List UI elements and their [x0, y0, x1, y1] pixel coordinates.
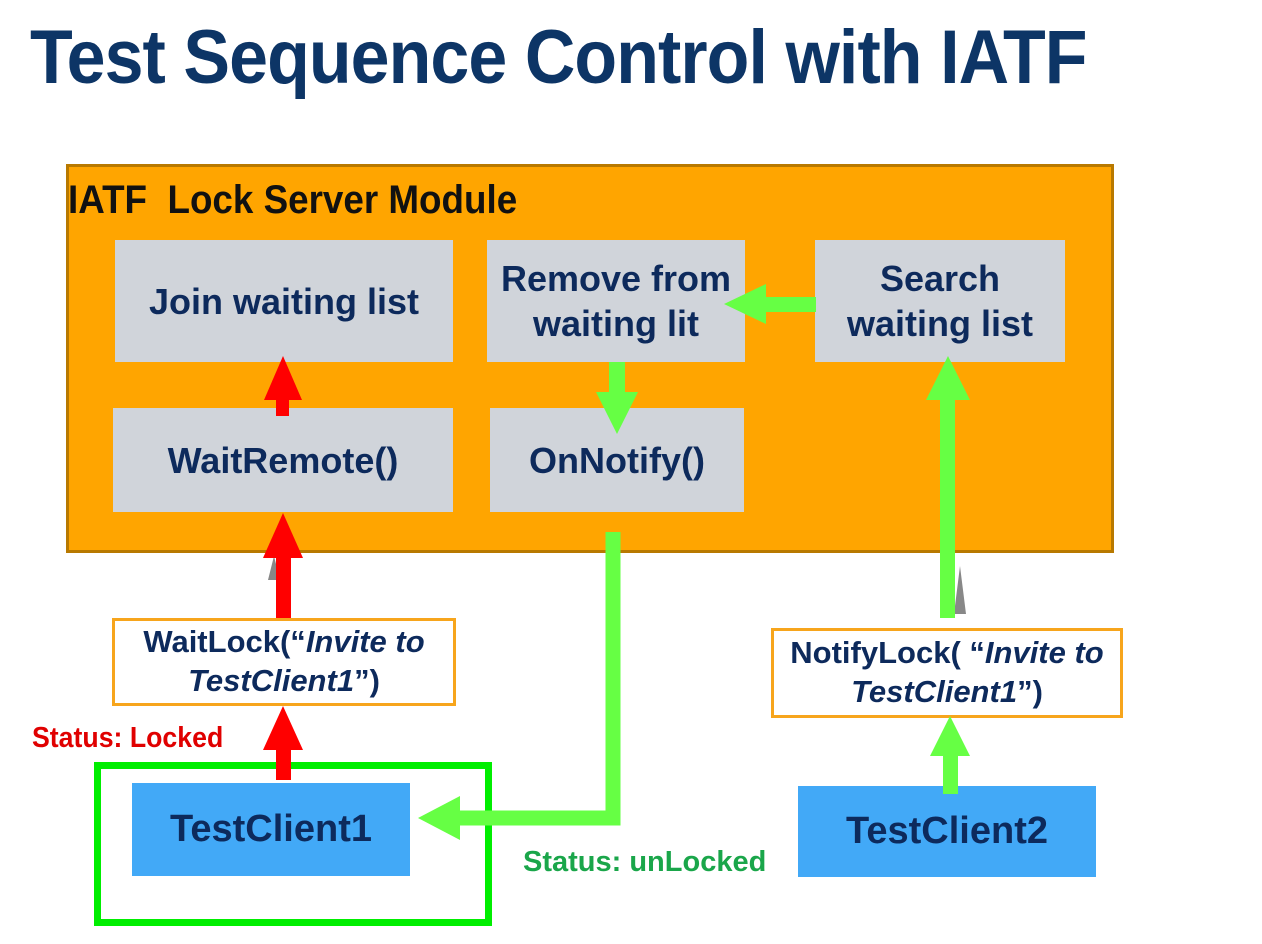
wait-lock-prefix: WaitLock(“ — [143, 624, 306, 660]
join-waiting-list-box: Join waiting list — [115, 240, 453, 362]
green-arrow-search-to-remove — [724, 284, 816, 324]
green-arrow-client2-to-notifylock — [930, 716, 970, 794]
green-arrow-notifylock-to-search — [926, 356, 970, 618]
notify-lock-line1: NotifyLock( “Invite to — [790, 634, 1103, 673]
on-notify-label: OnNotify() — [529, 439, 705, 481]
notify-lock-call-box: NotifyLock( “Invite to TestClient1”) — [771, 628, 1123, 718]
notify-lock-prefix: NotifyLock( “ — [790, 635, 985, 671]
remove-label-line2: waiting lit — [533, 303, 699, 344]
search-waiting-list-box: Search waiting list — [815, 240, 1065, 362]
notify-lock-line2: TestClient1”) — [851, 673, 1043, 712]
search-label-line1: Search — [879, 258, 1001, 299]
test-client1-label: TestClient1 — [169, 808, 372, 850]
test-client2-label: TestClient2 — [845, 810, 1048, 852]
page-title: Test Sequence Control with IATF — [30, 15, 1087, 100]
wait-remote-label: WaitRemote() — [167, 439, 399, 481]
red-arrow-client1-to-waitlock — [263, 706, 303, 780]
test-client1-highlight-frame — [94, 762, 492, 926]
remove-label-line1: Remove from — [500, 258, 732, 299]
red-arrow-waitlock-to-waitremote — [263, 513, 303, 618]
wait-lock-arg2: TestClient1 — [188, 663, 355, 698]
red-arrow-waitremote-to-join — [264, 356, 302, 416]
status-unlocked-label: Status: unLocked — [523, 846, 767, 878]
test-client2-box: TestClient2 — [798, 786, 1096, 877]
wait-lock-arg1: Invite to — [305, 624, 425, 660]
join-waiting-list-label: Join waiting list — [148, 280, 420, 322]
green-arrow-onnotify-to-client1 — [418, 532, 621, 840]
remove-from-waiting-list-box: Remove from waiting lit — [487, 240, 745, 362]
notify-lock-arg2: TestClient1 — [851, 674, 1018, 709]
wait-lock-line2: TestClient1”) — [188, 662, 380, 701]
green-arrow-remove-to-onnotify — [596, 362, 638, 434]
status-locked-label: Status: Locked — [32, 722, 224, 754]
module-title: IATF Lock Server Module — [68, 178, 518, 222]
wait-lock-call-box: WaitLock(“Invite to TestClient1”) — [112, 618, 456, 706]
notify-lock-arg1: Invite to — [984, 635, 1104, 671]
search-label-line2: waiting list — [846, 303, 1033, 344]
wait-remote-box: WaitRemote() — [113, 408, 453, 512]
wait-lock-line1: WaitLock(“Invite to — [143, 623, 424, 662]
test-client1-box: TestClient1 — [132, 783, 410, 876]
notify-lock-suffix: ”) — [1017, 674, 1043, 709]
wait-lock-suffix: ”) — [354, 663, 380, 698]
